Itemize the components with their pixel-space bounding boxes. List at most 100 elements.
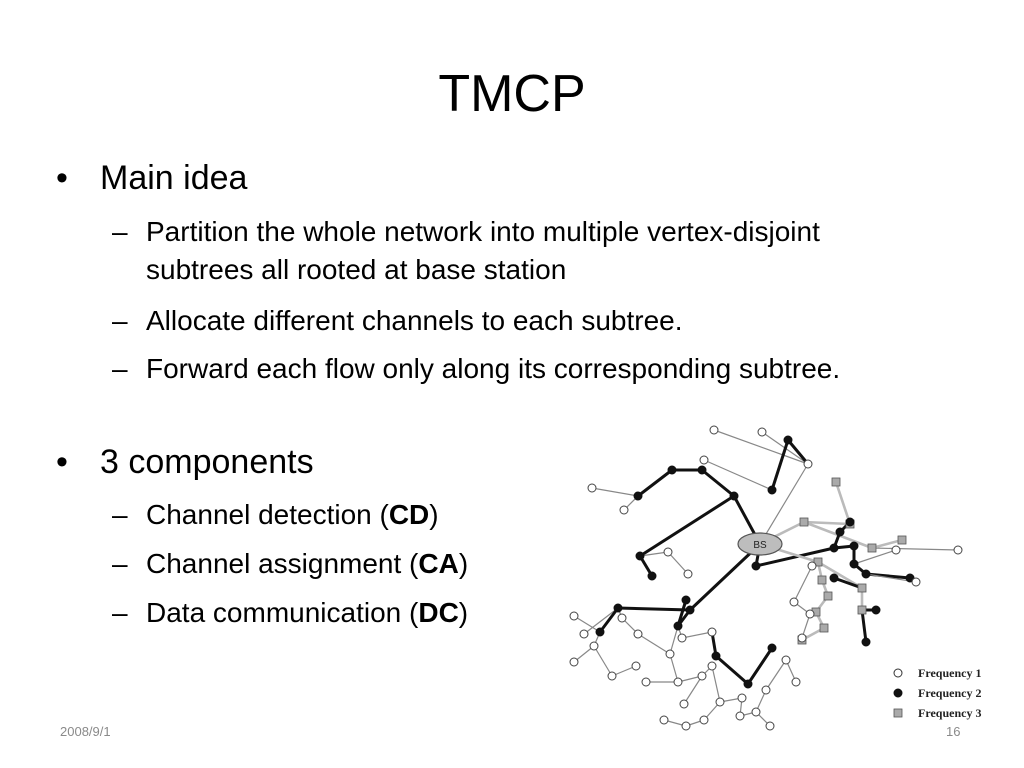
bullet-label: Main idea — [100, 159, 248, 197]
dash-marker: – — [112, 499, 128, 530]
dash-marker: – — [112, 305, 128, 336]
frequency-2-node — [783, 435, 793, 445]
frequency-1-node — [619, 505, 629, 515]
tree-edge — [681, 631, 713, 639]
sub-bullet-forward: – Forward each flow only along its corre… — [112, 350, 872, 388]
frequency-2-node — [743, 679, 753, 689]
footer-page-number: 16 — [946, 724, 961, 739]
dash-marker: – — [112, 597, 128, 628]
legend-frequency-3: Frequency 3 — [918, 706, 981, 720]
frequency-1-node — [587, 483, 597, 493]
component-text: Channel detection ( — [146, 499, 389, 530]
frequency-2-node — [729, 491, 739, 501]
frequency-1-node — [735, 711, 745, 721]
tree-edge — [669, 653, 679, 683]
tree-edge — [583, 607, 619, 635]
frequency-1-node — [757, 427, 767, 437]
frequency-1-node — [709, 425, 719, 435]
frequency-3-node — [867, 543, 877, 553]
sub-bullet-allocate: – Allocate different channels to each su… — [112, 302, 872, 340]
footer-date: 2008/9/1 — [60, 724, 111, 739]
frequency-1-node — [659, 715, 669, 725]
frequency-1-node — [579, 629, 589, 639]
frequency-2-node — [681, 595, 691, 605]
frequency-1-node — [633, 629, 643, 639]
frequency-2-node — [767, 643, 777, 653]
frequency-1-node — [641, 677, 651, 687]
frequency-2-node — [751, 561, 761, 571]
component-close: ) — [458, 548, 469, 579]
tree-edge — [676, 599, 688, 627]
frequency-1-node — [607, 671, 617, 681]
tree-edge — [667, 551, 689, 575]
sub-bullet-dc: – Data communication (DC) — [112, 594, 872, 632]
frequency-1-node — [673, 677, 683, 687]
sub-bullet-partition: – Partition the whole network into multi… — [112, 213, 872, 289]
frequency-3-node — [897, 535, 907, 545]
frequency-3-node — [819, 623, 829, 633]
tree-edge — [703, 459, 773, 491]
tree-edge — [817, 560, 863, 590]
frequency-1-node — [631, 661, 641, 671]
tree-edge — [871, 538, 903, 550]
frequency-2-node — [861, 637, 871, 647]
tree-edge — [746, 647, 774, 685]
frequency-2-node — [767, 485, 777, 495]
tree-edge — [853, 549, 897, 565]
bullet-marker: • — [56, 443, 68, 481]
tree-edge — [715, 654, 749, 686]
tree-edge — [765, 659, 787, 691]
frequency-2-node — [647, 571, 657, 581]
legend-marker-frequency-1 — [893, 668, 903, 678]
frequency-1-node — [697, 671, 707, 681]
tree-edge — [591, 487, 639, 497]
tree-edge — [637, 468, 673, 498]
frequency-1-node — [617, 613, 627, 623]
frequency-1-node — [665, 649, 675, 659]
component-text: Data communication ( — [146, 597, 419, 628]
frequency-2-node — [635, 551, 645, 561]
frequency-2-node — [849, 559, 859, 569]
legend-marker-frequency-3 — [893, 708, 903, 718]
sub-bullet-ca: – Channel assignment (CA) — [112, 545, 872, 583]
frequency-1-node — [681, 721, 691, 731]
frequency-1-node — [683, 569, 693, 579]
frequency-1-node — [789, 597, 799, 607]
tree-edge — [871, 547, 959, 551]
frequency-2-node — [829, 573, 839, 583]
tree-edge — [834, 481, 852, 525]
tree-edge — [617, 606, 691, 612]
component-abbr: DC — [418, 597, 459, 628]
frequency-1-node — [765, 721, 775, 731]
frequency-1-node — [699, 455, 709, 465]
slide-title: TMCP — [438, 65, 586, 123]
sub-bullet-cd: – Channel detection (CD) — [112, 496, 872, 534]
frequency-2-node — [835, 527, 845, 537]
tree-edge — [713, 429, 809, 465]
frequency-2-node — [829, 543, 839, 553]
component-abbr: CD — [388, 499, 430, 530]
legend-marker-frequency-2 — [893, 688, 903, 698]
frequency-2-node — [845, 517, 855, 527]
tree-edge — [786, 439, 810, 465]
frequency-1-node — [797, 633, 807, 643]
dash-marker: – — [112, 216, 128, 247]
component-abbr: CA — [418, 548, 459, 579]
tree-edge — [755, 546, 835, 568]
legend-frequency-2: Frequency 2 — [918, 686, 981, 700]
base-station-node: BS — [737, 532, 783, 556]
tree-edge — [669, 625, 679, 655]
frequency-1-node — [737, 693, 747, 703]
network-tree-figure: BS Frequency 1 Frequency 2 Frequency 3 — [569, 425, 981, 731]
tree-edge — [688, 542, 762, 612]
frequency-1-node — [677, 633, 687, 643]
frequency-2-node — [613, 603, 623, 613]
frequency-1-node — [803, 459, 813, 469]
tree-edge — [683, 675, 703, 705]
frequency-1-node — [953, 545, 963, 555]
sub-bullet-text: Forward each flow only along its corresp… — [146, 353, 841, 384]
component-text: Channel assignment ( — [146, 548, 419, 579]
tree-edge — [711, 665, 721, 703]
bullet-components: •3 components — [56, 442, 314, 482]
frequency-2-node — [711, 651, 721, 661]
